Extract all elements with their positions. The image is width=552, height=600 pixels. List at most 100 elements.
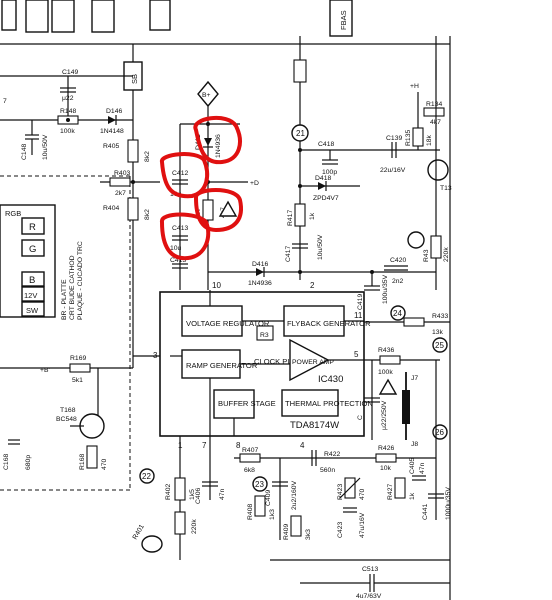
c409-value: 2u2/160V — [291, 480, 298, 510]
voltage-regulator-block — [181, 305, 243, 337]
r401-label: R401 — [132, 523, 146, 541]
key-sw: SW — [26, 306, 39, 315]
ramp-generator-label: RAMP GENERATOR — [186, 361, 258, 370]
c418-value: 100p — [322, 169, 337, 176]
c419-label: C419 — [357, 294, 364, 310]
transistor-label: T13 — [440, 185, 452, 192]
c417-value: 10u/50V — [317, 234, 324, 260]
r148-label: R148 — [60, 108, 76, 115]
r134-label: R134 — [426, 101, 442, 108]
r405-label: R405 — [103, 143, 119, 150]
c406-value: 47n — [219, 488, 226, 500]
left-lower-network: +B' R169 5k1 T168 BC548 C168 680p R168 4… — [0, 348, 160, 484]
pin-10: 10 — [212, 281, 221, 290]
c406-label: C406 — [195, 488, 202, 504]
r169-label: R169 — [70, 355, 86, 362]
node-24: 24 — [393, 309, 402, 318]
r407-value: 6k8 — [244, 467, 255, 474]
r402-label: R402 — [165, 484, 172, 500]
pin-8: 8 — [236, 441, 241, 450]
c149-value: μ22 — [62, 95, 74, 102]
c513-value: 4u7/63V — [356, 593, 382, 600]
ramp-generator-block — [181, 349, 241, 379]
far-right-network: C139 22u/16V +H R134 4k7 R135 18k T13 R4… — [380, 60, 452, 290]
c405-label: C405 — [409, 458, 416, 474]
b-plus-label: B+ — [202, 92, 211, 99]
pin-2: 2 — [310, 281, 315, 290]
d411-value: 1N4936 — [215, 134, 222, 158]
r427-value: 1k — [409, 492, 416, 500]
c139-label: C139 — [386, 135, 402, 142]
pin-7: 7 — [202, 441, 207, 450]
plus-d-label: +D — [250, 180, 259, 187]
j7-label: J7 — [411, 375, 418, 382]
r427-label: R427 — [387, 484, 394, 500]
highlight-d411 — [193, 115, 242, 165]
d416-value: 1N4936 — [248, 280, 272, 287]
node-21: 21 — [296, 129, 305, 138]
ic-part: TDA8174W — [290, 420, 339, 431]
r402-value: 1k5 — [189, 489, 196, 500]
r43x-value: 220k — [443, 247, 450, 262]
side-text-2: CRT BUDE CATHOD — [69, 255, 76, 320]
c417-label: C417 — [285, 246, 292, 262]
node-26: 26 — [435, 428, 444, 437]
node-22: 22 — [142, 472, 151, 481]
voltage-regulator-label: VOLTAGE REGULATOR — [186, 319, 270, 328]
r169-value: 5k1 — [72, 377, 83, 384]
r409-value: 3k3 — [305, 529, 312, 540]
rgb-connector-block: RGB R G B 12V SW BR - PLATTE CRT BUDE CA… — [0, 175, 131, 491]
r408-value: 1k3 — [269, 509, 276, 520]
r405-value: 8k2 — [144, 151, 151, 162]
power-amp-block — [289, 338, 330, 382]
d146-label: D146 — [106, 108, 122, 115]
ic-name: IC430 — [318, 374, 343, 385]
rgb-title: RGB — [5, 209, 21, 218]
r409-label: R409 — [283, 524, 290, 540]
d416-label: D416 — [252, 261, 268, 268]
r168-label: R168 — [79, 454, 86, 470]
r436-label: R436 — [378, 347, 394, 354]
side-text-3: PLAQUE - CUCADO TRC — [77, 241, 84, 320]
r43x-label: R43 — [423, 249, 430, 262]
c149-label: C149 — [62, 69, 78, 76]
c-label: C — [357, 415, 364, 420]
fbas-tab: FBAS — [339, 10, 348, 30]
c420-value: 2n2 — [392, 278, 404, 285]
c441-value: 1000u/35V — [445, 487, 452, 520]
key-12v: 12V — [24, 291, 37, 300]
side-text-1: BR - PLATTE — [61, 279, 68, 320]
d146-value: 1N4148 — [100, 128, 124, 135]
b-plus2-label: +B' — [40, 367, 50, 374]
c148-value: 10u/50V — [42, 134, 49, 160]
r417-label: R417 — [287, 210, 294, 226]
c513-label: C513 — [362, 566, 378, 573]
c415-label: C415 — [170, 257, 186, 264]
r168-value: 470 — [101, 458, 108, 470]
c423-label: C423 — [337, 522, 344, 538]
deflection-output: R433 13k 24 25 R436 100k C μ22/250V J7 J… — [357, 305, 450, 520]
r423-label: R423 — [337, 484, 344, 500]
flyback-generator-label: FLYBACK GENERATOR — [287, 319, 371, 328]
r426-label: R426 — [378, 445, 394, 452]
highlight-r-mid — [194, 188, 243, 233]
r404-value: 8k2 — [144, 209, 151, 220]
r422-label: R422 — [324, 451, 340, 458]
c441-label: C441 — [422, 504, 429, 520]
sb-tab: SB — [130, 74, 139, 84]
c139-value: 22u/16V — [380, 167, 406, 174]
clock-pulse-label: CLOCK PULSE — [254, 357, 307, 366]
c412-label: C412 — [172, 170, 188, 177]
red-highlights — [160, 115, 243, 261]
r148-value: 100k — [60, 128, 75, 135]
c419-c420: C419 100u/35V C420 2n2 — [300, 257, 436, 310]
c168-label: C168 — [3, 454, 10, 470]
r423-value: 470 — [359, 488, 366, 500]
pin-4: 4 — [300, 441, 305, 450]
thermal-protection-block — [281, 389, 339, 417]
d418-value: ZPD4V7 — [313, 195, 339, 202]
key-r: R — [29, 222, 36, 233]
r135-label: R135 — [405, 130, 412, 146]
c148-label: C148 — [21, 144, 28, 160]
